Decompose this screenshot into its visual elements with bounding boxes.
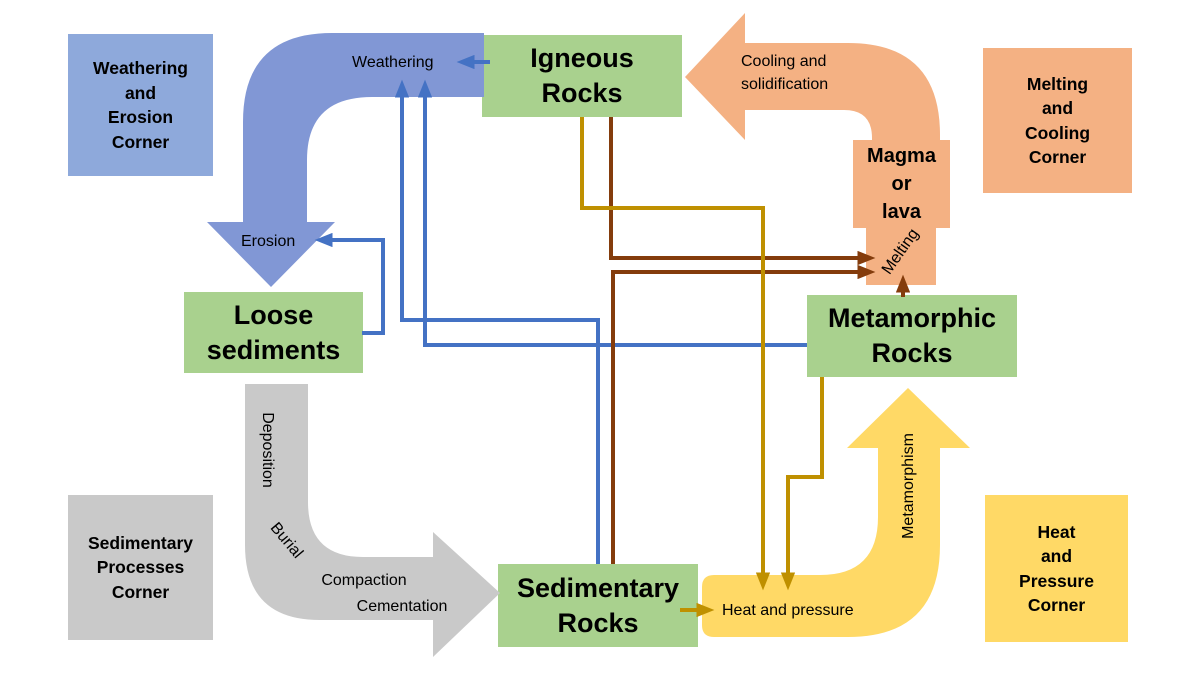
corner-sedimentary-processes-line: Sedimentary: [87, 532, 194, 553]
label-compaction: Compaction: [321, 572, 407, 589]
big-arrow-sedimentary-processes: [245, 384, 500, 657]
node-igneous-line: Igneous: [530, 43, 634, 73]
big-arrow-metamorphism: [702, 388, 970, 637]
label-melting: Melting: [878, 225, 923, 278]
corner-box-sedimentary-processes: Sedimentary Processes Corner: [68, 495, 213, 640]
label-cooling-solidification: Cooling and solidification: [741, 50, 828, 96]
corner-weathering-erosion-line: Weathering: [93, 58, 188, 78]
node-loose-sediments-line: sediments: [206, 334, 341, 365]
node-igneous-line: Rocks: [541, 78, 623, 108]
corner-box-weathering-erosion: Weathering and Erosion Corner: [68, 34, 213, 176]
node-loose-sediments-line: Loose: [233, 299, 314, 330]
corner-sedimentary-processes-line: Corner: [111, 581, 170, 602]
corner-weathering-erosion-line: Corner: [111, 131, 170, 152]
label-metamorphism: Metamorphism: [900, 433, 917, 539]
line-sedimentary-to-weathering: [394, 79, 600, 564]
label-weathering: Weathering: [352, 54, 434, 71]
line-metamorphic-to-weathering: [417, 79, 807, 347]
node-magma-or-lava: Magma or lava: [853, 140, 950, 228]
corner-heat-pressure-line: Corner: [1027, 595, 1086, 615]
label-heat-and-pressure: Heat and pressure: [722, 602, 854, 619]
line-igneous-to-magma: [609, 117, 876, 266]
corner-box-heat-pressure: Heat and Pressure Corner: [985, 495, 1128, 642]
label-erosion: Erosion: [241, 233, 296, 250]
node-loose-sediments: Loose sediments: [184, 292, 363, 373]
node-magma-line: or: [891, 173, 912, 195]
label-burial: Burial: [266, 519, 307, 562]
corner-heat-pressure-line: Heat: [1037, 521, 1076, 542]
corner-weathering-erosion-line: and: [124, 82, 157, 103]
corner-melting-cooling-line: Cooling: [1024, 122, 1091, 143]
label-cooling-line: Cooling and: [741, 53, 827, 70]
label-deposition: Deposition: [259, 412, 276, 488]
corner-melting-cooling-line: Melting: [1026, 73, 1089, 94]
node-sedimentary-line: Sedimentary: [516, 572, 680, 603]
corner-melting-cooling-line: and: [1041, 98, 1074, 118]
node-magma-line: Magma: [867, 145, 936, 167]
label-cooling-line: solidification: [741, 76, 829, 93]
node-metamorphic-line: Metamorphic: [827, 303, 997, 333]
node-metamorphic-rocks: Metamorphic Rocks: [807, 295, 1017, 377]
corner-heat-pressure-line: and: [1040, 546, 1073, 566]
line-igneous-to-heat-pressure: [580, 117, 771, 591]
corner-melting-cooling-line: Corner: [1028, 147, 1087, 167]
corner-box-melting-cooling: Melting and Cooling Corner: [983, 48, 1132, 193]
corner-weathering-erosion-line: Erosion: [107, 107, 174, 127]
node-igneous-rocks: Igneous Rocks: [482, 35, 682, 117]
label-cementation: Cementation: [356, 598, 448, 615]
node-metamorphic-line: Rocks: [871, 338, 953, 368]
node-magma-line: lava: [882, 201, 921, 223]
node-sedimentary-line: Rocks: [557, 607, 639, 638]
node-sedimentary-rocks: Sedimentary Rocks: [498, 564, 698, 647]
corner-heat-pressure-line: Pressure: [1019, 570, 1094, 591]
corner-sedimentary-processes-line: Processes: [96, 557, 185, 578]
line-metamorphic-to-heat-pressure: [780, 377, 824, 591]
